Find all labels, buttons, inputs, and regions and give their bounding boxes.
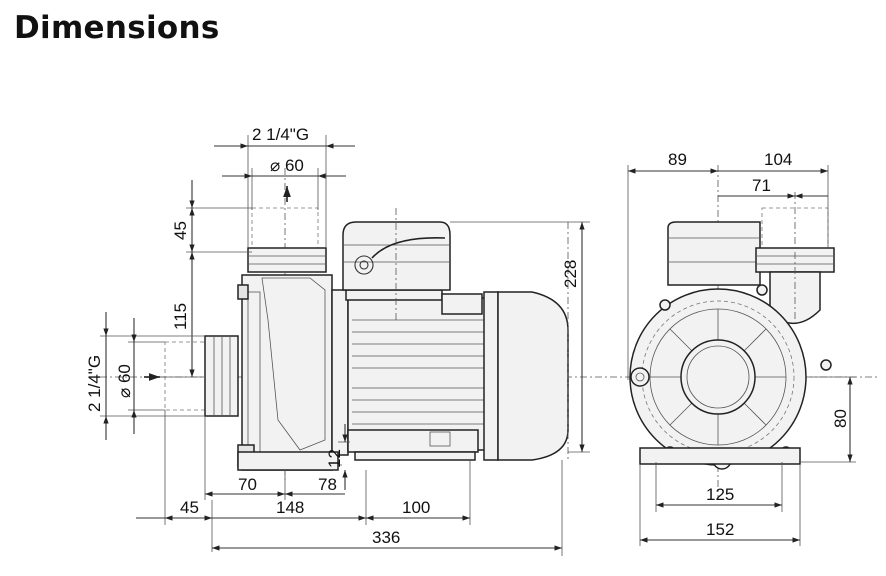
dim-70: 70: [238, 475, 257, 494]
dim-89: 89: [668, 150, 687, 169]
dim-outlet-diameter: ⌀ 60: [270, 156, 304, 175]
page-title: Dimensions: [14, 10, 220, 46]
front-view: 89 104 71 80 125 152: [627, 150, 856, 546]
dim-100: 100: [402, 498, 430, 517]
dim-45-horizontal: 45: [180, 498, 199, 517]
dim-71: 71: [752, 176, 771, 195]
dim-inlet-thread: 2 1/4"G: [85, 355, 104, 412]
dim-12: 12: [325, 449, 344, 468]
dim-336: 336: [372, 528, 400, 547]
dim-outlet-thread: 2 1/4"G: [252, 125, 309, 144]
dim-80: 80: [831, 409, 850, 428]
dim-148: 148: [276, 498, 304, 517]
motor-fins: [352, 319, 484, 425]
dim-45-vertical: 45: [171, 221, 190, 240]
dim-104: 104: [764, 150, 792, 169]
dim-228: 228: [561, 260, 580, 288]
dim-152: 152: [706, 520, 734, 539]
dim-inlet-diameter: ⌀ 60: [115, 364, 134, 398]
dim-125: 125: [706, 485, 734, 504]
volute-ribs: [650, 309, 786, 445]
dim-78: 78: [318, 475, 337, 494]
dim-115: 115: [171, 303, 190, 330]
side-view: 2 1/4"G ⌀ 60 45 115 2 1/4"G ⌀ 60: [85, 125, 880, 556]
